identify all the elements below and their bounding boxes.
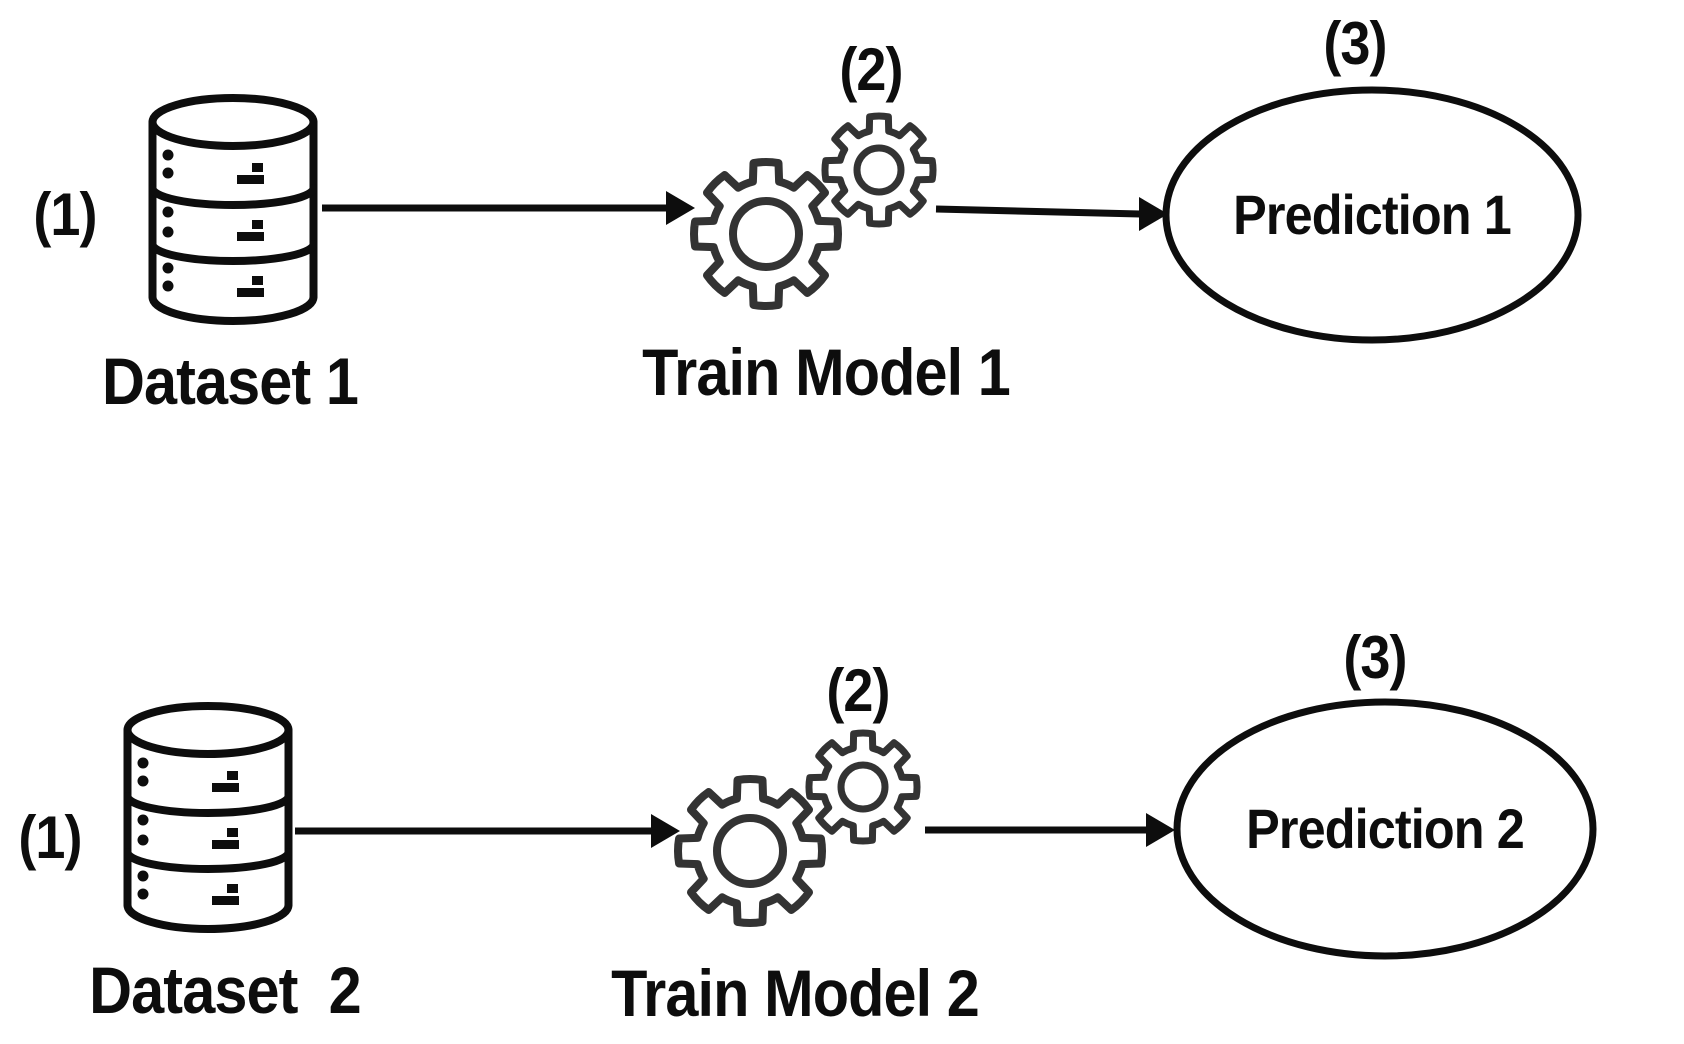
- gears-icon: [694, 116, 933, 306]
- step-3-label: (3): [1343, 624, 1407, 691]
- database-icon: [153, 98, 314, 321]
- gears-icon: [678, 733, 917, 923]
- step-3-label: (3): [1323, 10, 1387, 77]
- arrow-model1-to-prediction1: [935, 197, 1168, 231]
- database-icon: [128, 706, 289, 929]
- arrow-model2-to-prediction2: [925, 813, 1175, 847]
- dataset-label: Dataset 1: [101, 344, 359, 418]
- train-model-label: Train Model 1: [642, 335, 1011, 409]
- arrow-dataset2-to-model2: [295, 814, 680, 848]
- prediction-ellipse: [1173, 698, 1597, 960]
- prediction-ellipse: [1162, 86, 1582, 344]
- prediction-label: Prediction 2: [1246, 797, 1525, 860]
- step-2-label: (2): [839, 36, 903, 103]
- step-1-label: (1): [33, 181, 97, 248]
- arrow-dataset1-to-model1: [322, 191, 695, 225]
- dataset-label: Dataset 2: [89, 953, 362, 1027]
- prediction-label: Prediction 1: [1233, 183, 1512, 246]
- step-1-label: (1): [18, 804, 82, 871]
- train-model-label: Train Model 2: [611, 956, 980, 1030]
- step-2-label: (2): [826, 657, 890, 724]
